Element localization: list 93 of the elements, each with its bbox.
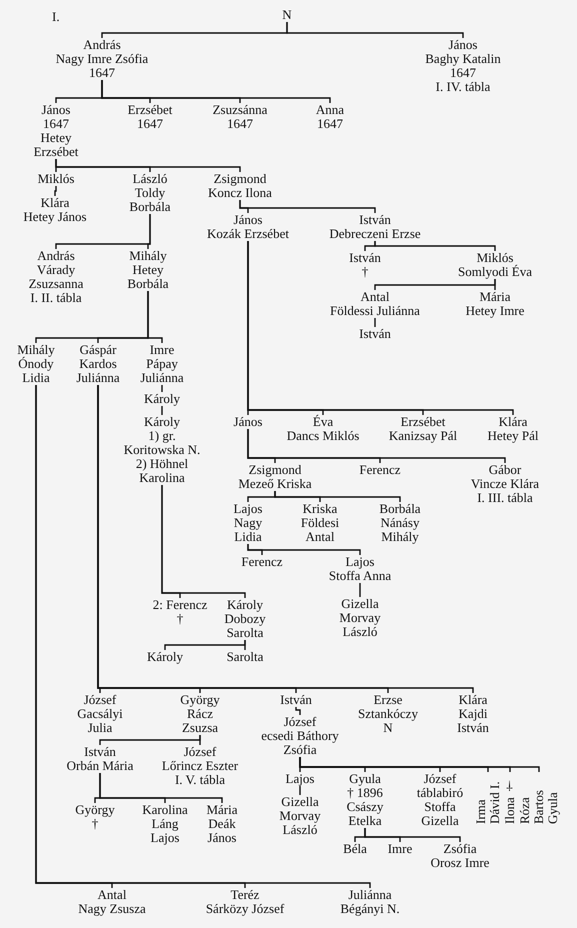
genealogy-entry: Zsuzsánna 1647	[200, 103, 280, 131]
descent-line	[247, 429, 506, 463]
genealogy-entry: Károly	[135, 650, 195, 664]
genealogy-entry: Gyula † 1896 Császy Etelka	[338, 772, 392, 828]
genealogy-entry: József ecsedi Báthory Zsófia	[255, 715, 345, 757]
genealogy-entry: József táblabiró Stoffa Gizella	[408, 772, 472, 828]
genealogy-entry: Gizella Morvay László	[330, 597, 390, 639]
genealogy-entry: Lajos	[270, 772, 330, 786]
genealogy-entry: Róza Bartos Gyula	[518, 772, 560, 824]
genealogy-entry: Teréz Sárközy József	[190, 888, 300, 916]
table-number: I.	[52, 10, 60, 24]
genealogy-entry: Károly	[132, 392, 192, 406]
descent-line	[199, 735, 201, 745]
genealogy-entry: József Lőrincz Eszter I. V. tábla	[152, 745, 248, 787]
descent-line	[161, 485, 246, 598]
descent-line	[274, 491, 401, 502]
genealogy-entry: József Gacsályi Julia	[68, 693, 132, 735]
descent-line	[247, 544, 361, 555]
descent-line	[35, 385, 371, 888]
descent-line	[494, 279, 496, 290]
genealogy-entry: Miklós Somlyodi Éva	[440, 251, 550, 279]
descent-line	[299, 786, 301, 795]
genealogy-entry: István Orbán Mária	[55, 745, 145, 773]
genealogy-entry: Kriska Földesi Antal	[295, 502, 345, 544]
genealogy-entry: Antal Nagy Zsusza	[62, 888, 162, 916]
descent-line	[55, 159, 241, 172]
descent-line	[374, 318, 376, 327]
genealogy-entry: Klára Kajdi István	[448, 693, 498, 735]
genealogy-entry: Gizella Morvay László	[270, 795, 330, 837]
genealogy-entry: Borbála Nánásy Mihály	[372, 502, 428, 544]
genealogy-entry: Zsigmond Koncz Ilona	[190, 172, 290, 200]
genealogy-entry: Ilona †	[503, 772, 517, 824]
genealogy-entry: Lajos Nagy Lidia	[226, 502, 270, 544]
genealogy-entry: Klára Hetey János	[10, 196, 100, 224]
genealogy-entry: Karolina Láng Lajos	[140, 803, 190, 845]
genealogy-entry: Ferencz	[350, 463, 410, 477]
genealogy-entry: Klára Hetey Pál	[473, 415, 553, 443]
descent-line	[295, 707, 301, 715]
genealogy-entry: Károly Dobozy Sarolta	[218, 598, 272, 640]
descent-line	[286, 22, 464, 38]
descent-line	[161, 385, 163, 392]
genealogy-entry: Zsófia Orosz Imre	[420, 842, 500, 870]
descent-line	[101, 80, 331, 103]
descent-line	[54, 186, 57, 196]
descent-line	[374, 241, 496, 251]
genealogy-entry: János 1647 Hetey Erzsébet	[25, 103, 87, 159]
genealogy-entry: András Nagy Imre Zsófia 1647	[42, 38, 162, 80]
genealogy-entry: János Kozák Erzsébet	[193, 213, 303, 241]
genealogy-entry: Ferencz	[232, 555, 292, 569]
genealogy-entry: Gábor Vincze Klára I. III. tábla	[455, 463, 555, 505]
genealogy-entry: Erzsébet Kanizsay Pál	[376, 415, 470, 443]
genealogy-entry: Mihály Hetey Borbála	[118, 249, 178, 291]
genealogy-entry: Mihály Ónody Lidia	[12, 343, 60, 385]
genealogy-entry: János Baghy Katalin 1647 I. IV. tábla	[403, 38, 523, 94]
genealogy-entry: Irma Dávid I.	[474, 772, 502, 824]
descent-line	[147, 291, 163, 343]
genealogy-entry: Éva Dancs Miklós	[278, 415, 368, 443]
descent-line	[147, 214, 151, 249]
genealogy-entry: Zsigmond Mezeő Kriska	[225, 463, 325, 491]
genealogy-entry: Mária Hetey Imre	[445, 290, 545, 318]
descent-line	[99, 773, 223, 803]
genealogy-entry: István	[345, 327, 405, 341]
genealogy-entry: László Toldy Borbála	[120, 172, 180, 214]
genealogy-entry: Imre	[380, 842, 420, 856]
genealogy-entry: Imre Pápay Juliánna	[132, 343, 192, 385]
descent-line	[247, 241, 514, 415]
genealogy-entry: Anna 1647	[300, 103, 360, 131]
descent-line	[239, 200, 376, 213]
descent-line	[364, 828, 461, 842]
genealogy-entry: Gáspár Kardos Juliánna	[68, 343, 128, 385]
genealogy-entry: István Debreczeni Erzse	[315, 213, 435, 241]
genealogy-entry: Miklós	[26, 172, 86, 186]
descent-line	[161, 406, 163, 415]
genealogy-entry: Mária Deák János	[200, 803, 244, 845]
genealogy-entry: Sarolta	[215, 650, 275, 664]
descent-line	[359, 583, 361, 597]
genealogy-entry: Antal Földessi Juliánna	[315, 290, 435, 318]
genealogy-entry: András Várady Zsuzsanna I. II. tábla	[16, 249, 96, 305]
descent-line	[244, 640, 246, 650]
genealogy-entry: 2: Ferencz †	[145, 598, 215, 626]
genealogy-entry: Erzse Sztankóczy N	[353, 693, 423, 735]
genealogy-entry: István †	[335, 251, 395, 279]
genealogy-entry: István	[266, 693, 326, 707]
descent-line	[97, 385, 474, 694]
genealogy-entry: Lajos Stoffa Anna	[310, 555, 410, 583]
genealogy-entry: N	[267, 8, 307, 22]
genealogy-entry: György Rácz Zsuzsa	[170, 693, 230, 735]
genealogy-entry: Károly 1) gr. Koritowska N. 2) Höhnel Karolina	[123, 415, 201, 485]
genealogy-entry: Erzsébet 1647	[115, 103, 185, 131]
genealogy-entry: Juliánna Bégányi N.	[325, 888, 415, 916]
genealogy-entry: György †	[70, 803, 120, 831]
genealogy-entry: János	[218, 415, 278, 429]
genealogy-entry: Béla	[335, 842, 375, 856]
